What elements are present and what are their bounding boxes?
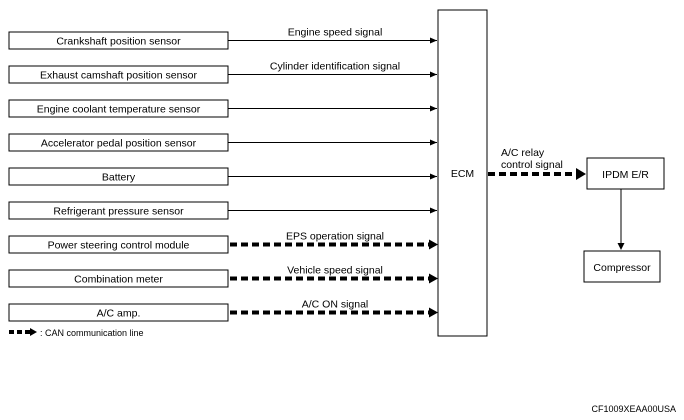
signal-label: A/C ON signal [302,299,369,311]
signal-label: Vehicle speed signal [287,265,383,277]
can-signal-arrowhead [429,239,438,250]
input-box [8,303,229,322]
legend-text: : CAN communication line [40,328,144,338]
ipdm-label: IPDM E/R [602,169,649,181]
input-label: Refrigerant pressure sensor [53,206,184,218]
can-signal-arrowhead [429,307,438,318]
can-signal-arrowhead [429,273,438,284]
signal-label: EPS operation signal [286,231,384,243]
relay-signal-label-line1: A/C relay [501,147,545,159]
input-box [8,235,229,254]
ecm-box [437,9,488,337]
figure-code: CF1009XEAA00USA [591,404,676,414]
signal-label: Cylinder identification signal [270,61,400,73]
input-box [8,269,229,288]
relay-signal-label-line2: control signal [501,159,563,171]
input-label: Engine coolant temperature sensor [37,104,201,116]
input-label: Accelerator pedal position sensor [41,138,197,150]
ecm-ipdm-arrowhead [576,168,586,180]
legend-arrowhead [30,328,37,336]
signal-label: Engine speed signal [288,27,383,39]
input-label: Combination meter [74,274,163,286]
input-label: A/C amp. [97,308,141,320]
input-label: Battery [102,172,136,184]
ipdm-compressor-arrowhead [617,243,625,250]
compressor-box [583,250,661,283]
ecm-label: ECM [451,168,474,180]
input-label: Exhaust camshaft position sensor [40,70,198,82]
input-rows: Crankshaft position sensor Engine speed s… [8,27,438,322]
ipdm-box [586,157,665,190]
input-label: Crankshaft position sensor [56,36,181,48]
compressor-label: Compressor [593,262,651,274]
input-label: Power steering control module [48,240,190,252]
